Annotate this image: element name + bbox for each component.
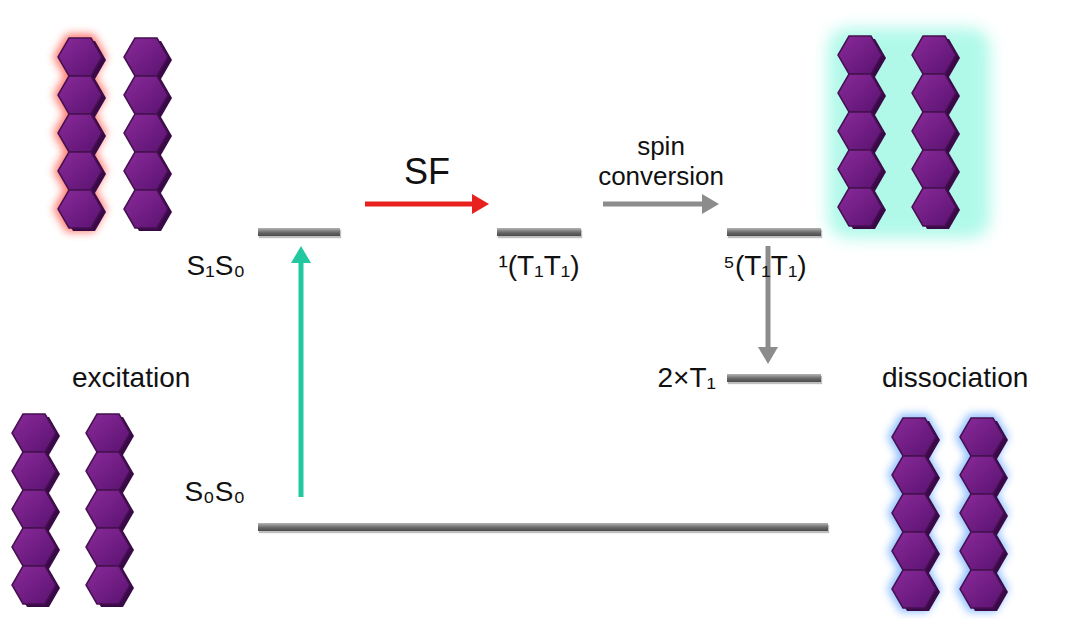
- molecule: [892, 418, 940, 611]
- level-bar: [258, 228, 340, 236]
- molecule: [124, 38, 172, 231]
- energy-level: S₁S₀: [258, 228, 340, 236]
- state-label: S₁S₀: [187, 250, 245, 282]
- molecule: [960, 418, 1008, 611]
- process-label: dissociation: [882, 362, 1028, 394]
- level-bar: [727, 228, 821, 236]
- transition-arrow: [365, 194, 489, 214]
- state-label: ¹(T₁T₁): [498, 250, 579, 282]
- state-label: ⁵(T₁T₁): [723, 250, 806, 282]
- cyan-glow: [828, 28, 990, 238]
- molecule: [12, 414, 60, 607]
- energy-level: ¹(T₁T₁): [497, 228, 581, 236]
- energy-level: S₀S₀: [258, 523, 828, 531]
- molecule: [86, 414, 134, 607]
- level-bar: [258, 523, 828, 531]
- energy-level: ⁵(T₁T₁): [727, 228, 821, 236]
- arrow-label: spin conversion: [581, 132, 741, 192]
- transition-arrow: [291, 246, 311, 497]
- arrow-label: SF: [404, 151, 450, 192]
- molecule: [58, 38, 106, 231]
- state-label: 2×T₁: [658, 362, 716, 394]
- level-bar: [727, 374, 821, 382]
- process-label: excitation: [72, 362, 190, 394]
- level-bar: [497, 228, 581, 236]
- energy-level: 2×T₁: [727, 374, 821, 382]
- state-label: S₀S₀: [184, 476, 245, 508]
- transition-arrow: [603, 194, 719, 214]
- molecule: [912, 36, 960, 229]
- molecule: [838, 36, 886, 229]
